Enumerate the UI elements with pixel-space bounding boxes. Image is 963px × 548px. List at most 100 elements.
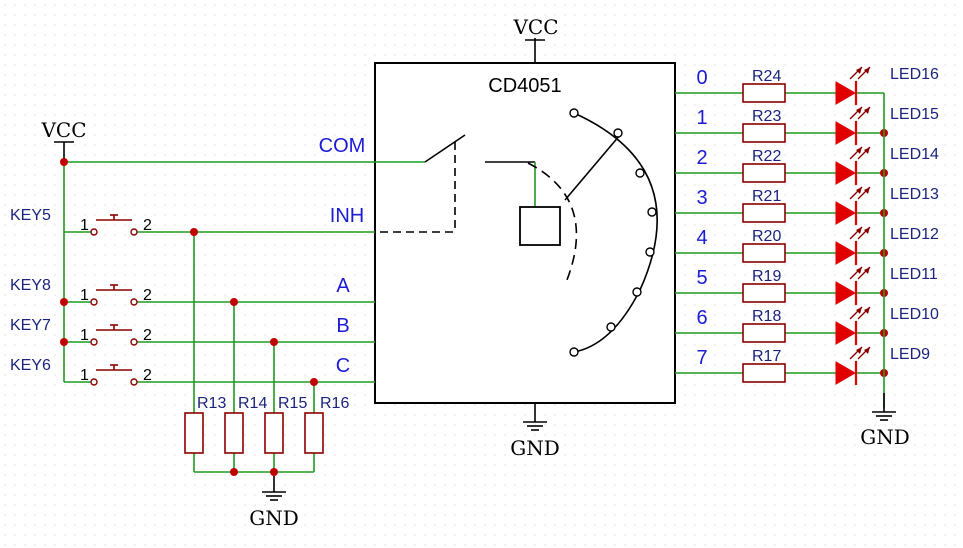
- key-switch-key7: 1 2: [80, 324, 152, 346]
- output-channel-2: 2 R22 LED14: [675, 146, 939, 185]
- output-channel-3: 3 R21 LED13: [675, 186, 939, 225]
- resistor-label: R23: [752, 108, 781, 125]
- svg-text:2: 2: [143, 217, 152, 234]
- key-label-key5: KEY5: [10, 207, 51, 224]
- led-emission-arrows: [849, 186, 871, 200]
- ic-gnd-symbol: GND: [510, 403, 560, 460]
- channel-label: 2: [696, 147, 707, 169]
- led-label: LED16: [890, 66, 939, 83]
- svg-text:2: 2: [143, 367, 152, 384]
- svg-text:1: 1: [80, 367, 89, 384]
- led-emission-arrows: [849, 226, 871, 240]
- ic-gnd-label: GND: [510, 436, 560, 460]
- led-diode: [835, 321, 856, 345]
- resistor: [742, 283, 786, 303]
- key-switch-key6: 1 2: [80, 364, 152, 386]
- svg-text:2: 2: [143, 287, 152, 304]
- left-vcc-label: VCC: [40, 118, 86, 142]
- resistor-label: R24: [752, 68, 781, 85]
- resistor-label-r15: R15: [278, 395, 307, 412]
- resistor-label: R18: [752, 308, 781, 325]
- left-vcc-symbol: VCC: [40, 118, 87, 162]
- pin-label-com: COM: [319, 135, 366, 157]
- key-label-key6: KEY6: [10, 357, 51, 374]
- ic-internal-switch: [375, 108, 658, 357]
- resistor: [742, 163, 786, 183]
- resistor-label: R22: [752, 148, 781, 165]
- output-channel-4: 4 R20 LED12: [675, 226, 939, 265]
- channel-label: 0: [696, 67, 707, 89]
- resistor: [742, 323, 786, 343]
- resistor-r15: [264, 412, 284, 454]
- ic-name: CD4051: [488, 75, 561, 97]
- channel-label: 5: [696, 267, 707, 289]
- resistor-label-r16: R16: [320, 395, 349, 412]
- right-side-outputs: 0 R24 LED16 1 R23 LED15 2 R22 LED14 3 R21 LED13 4 R20…: [675, 66, 939, 385]
- resistor-label-r14: R14: [238, 395, 267, 412]
- resistor-label: R21: [752, 188, 781, 205]
- led-label: LED14: [890, 146, 939, 163]
- ic-vcc-symbol: VCC: [512, 15, 559, 63]
- ic-body: [374, 62, 676, 404]
- svg-text:1: 1: [80, 217, 89, 234]
- svg-text:2: 2: [143, 327, 152, 344]
- led-emission-arrows: [849, 146, 871, 160]
- led-diode: [835, 201, 856, 225]
- resistor: [742, 243, 786, 263]
- svg-text:1: 1: [80, 327, 89, 344]
- output-channel-5: 5 R19 LED11: [675, 266, 938, 305]
- pulldown-gnd-label: GND: [249, 506, 299, 530]
- resistor-r14: [224, 412, 244, 454]
- key-label-key8: KEY8: [10, 277, 51, 294]
- left-wires: [63, 161, 375, 473]
- led-diode: [835, 361, 856, 385]
- led-diode: [835, 81, 856, 105]
- channel-label: 1: [696, 107, 707, 129]
- resistor: [742, 363, 786, 383]
- resistor: [742, 123, 786, 143]
- pin-label-a: A: [336, 275, 350, 297]
- key-switch-key8: 1 2: [80, 284, 152, 306]
- key-switch-key5: 1 2: [80, 214, 152, 236]
- led-diode: [835, 121, 856, 145]
- led-label: LED13: [890, 186, 939, 203]
- channel-label: 7: [696, 347, 707, 369]
- led-diode: [835, 241, 856, 265]
- left-junctions: [60, 158, 318, 476]
- output-channel-0: 0 R24 LED16: [675, 66, 939, 105]
- pulldown-gnd-symbol: GND: [249, 472, 299, 530]
- led-label: LED15: [890, 106, 939, 123]
- output-channel-1: 1 R23 LED15: [675, 106, 939, 145]
- resistor-label: R19: [752, 268, 781, 285]
- svg-text:1: 1: [80, 287, 89, 304]
- led-diode: [835, 161, 856, 185]
- resistor-label: R17: [752, 348, 781, 365]
- led-diode: [835, 281, 856, 305]
- channel-label: 4: [696, 227, 707, 249]
- output-channel-7: 7 R17 LED9: [675, 346, 930, 385]
- led-emission-arrows: [849, 106, 871, 120]
- resistor-label-r13: R13: [197, 395, 226, 412]
- led-label: LED9: [890, 346, 930, 363]
- led-emission-arrows: [849, 306, 871, 320]
- resistor: [742, 203, 786, 223]
- resistor-label: R20: [752, 228, 781, 245]
- led-label: LED12: [890, 226, 939, 243]
- pin-label-c: C: [336, 355, 350, 377]
- pin-label-inh: INH: [330, 205, 364, 227]
- pin-label-b: B: [336, 315, 349, 337]
- key-label-key7: KEY7: [10, 317, 51, 334]
- led-label: LED11: [890, 266, 938, 283]
- resistor-r13: [184, 412, 204, 454]
- led-emission-arrows: [849, 266, 871, 280]
- resistor-r16: [304, 412, 324, 454]
- ic-vcc-label: VCC: [512, 15, 558, 39]
- led-emission-arrows: [849, 346, 871, 360]
- led-gnd-symbol: GND: [860, 393, 910, 449]
- led-gnd-label: GND: [860, 425, 910, 449]
- channel-label: 3: [696, 187, 707, 209]
- resistor: [742, 83, 786, 103]
- led-label: LED10: [890, 306, 939, 323]
